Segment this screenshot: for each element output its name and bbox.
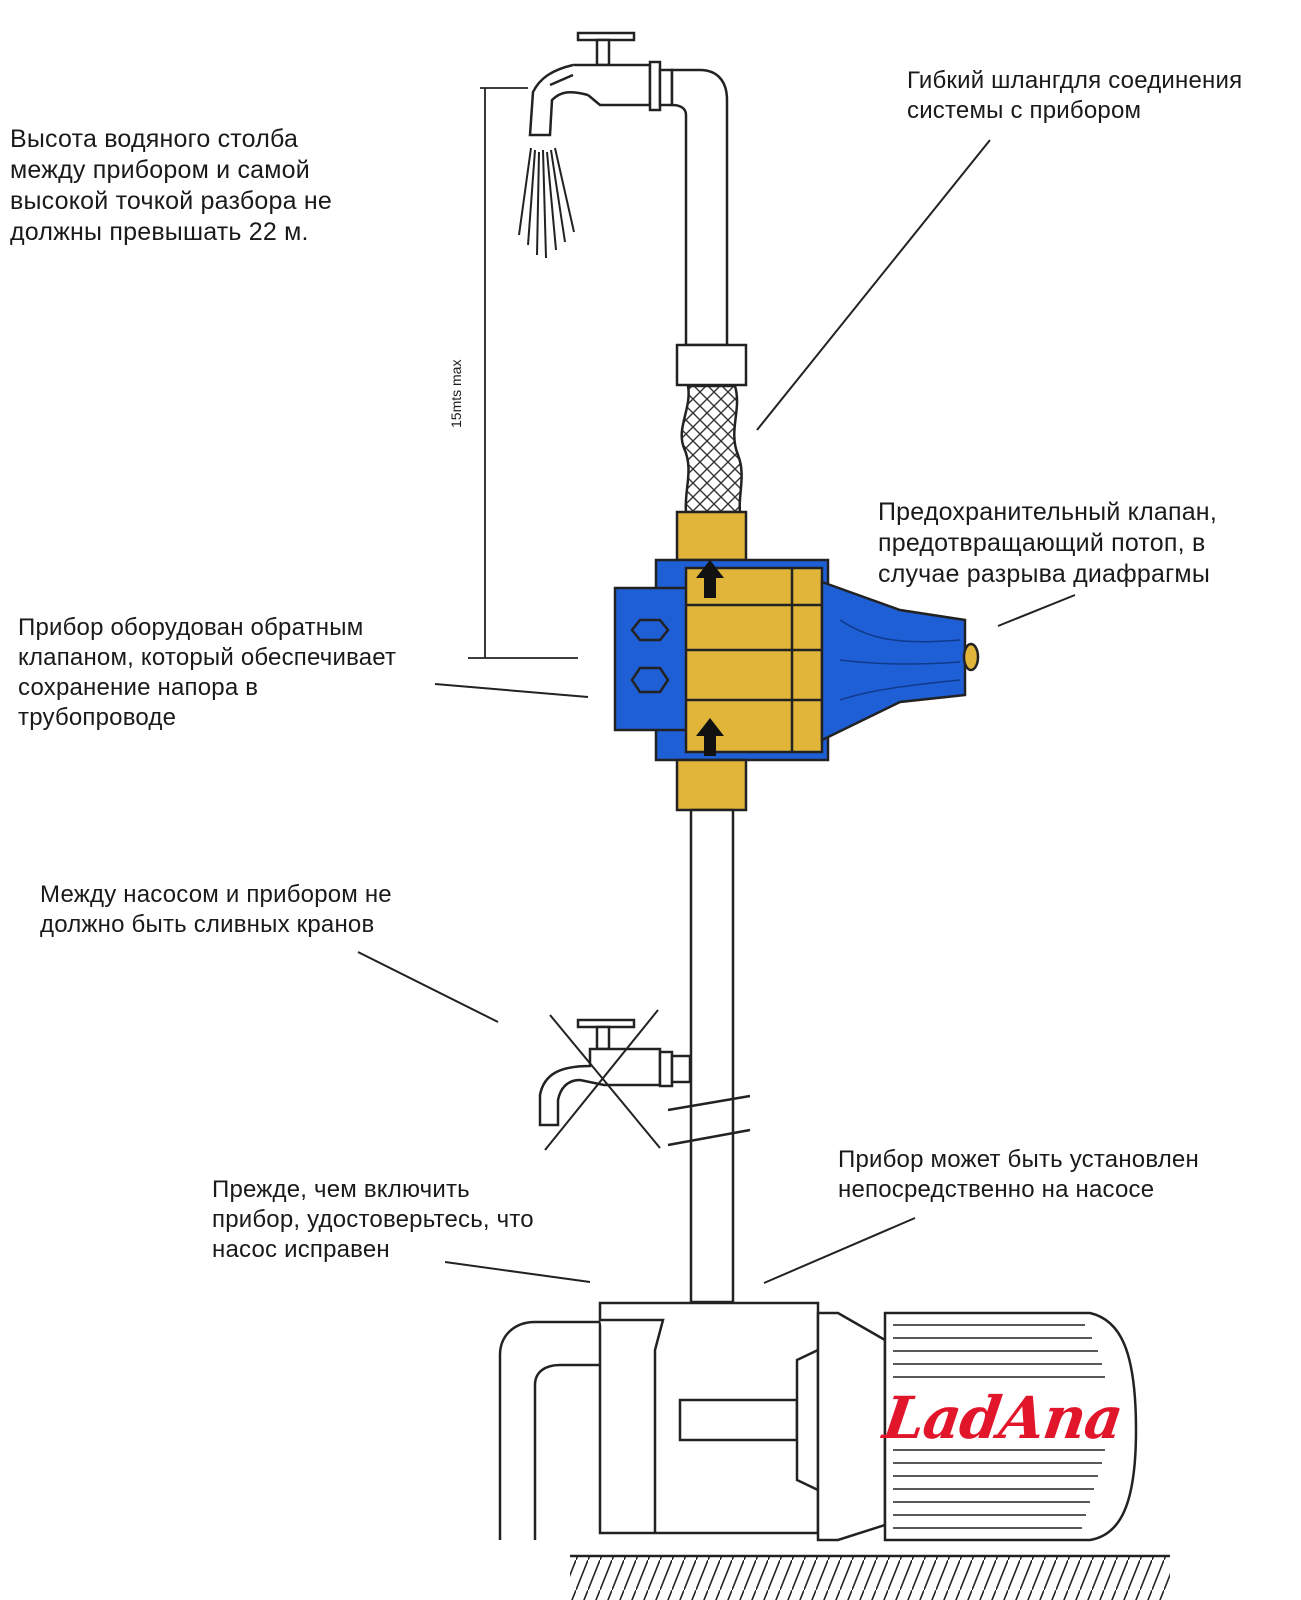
direct-mount-line-1: Прибор может быть установлен bbox=[838, 1146, 1199, 1173]
crossed-drain-tap-icon bbox=[538, 1009, 692, 1151]
column-height-line-1: Высота водяного столба bbox=[10, 125, 299, 153]
up-arrow-icon bbox=[696, 560, 724, 756]
column-height-line-4: должны превышать 22 м. bbox=[10, 218, 309, 246]
flex-hose-line-1: Гибкий шлангдля соединения bbox=[907, 67, 1243, 94]
column-height-line-3: высокой точкой разбора не bbox=[10, 187, 332, 215]
pump-check-note: Прежде, чем включить прибор, удостоверьт… bbox=[212, 1175, 534, 1265]
safety-valve-line-1: Предохранительный клапан, bbox=[878, 498, 1217, 526]
flex-hose-line-2: системы с прибором bbox=[907, 97, 1142, 124]
check-valve-line-4: трубопроводе bbox=[18, 704, 177, 731]
direct-mount-note: Прибор может быть установлен непосредств… bbox=[838, 1145, 1199, 1205]
height-dimension-line bbox=[468, 87, 578, 659]
no-drain-line-1: Между насосом и прибором не bbox=[40, 881, 392, 908]
pump-motor-icon bbox=[498, 1301, 1138, 1542]
check-valve-line-2: клапаном, который обеспечивает bbox=[18, 644, 397, 671]
no-drain-note: Между насосом и прибором не должно быть … bbox=[40, 880, 392, 940]
pump-check-line-2: прибор, удостоверьтесь, что bbox=[212, 1206, 534, 1233]
no-drain-line-2: должно быть сливных кранов bbox=[40, 911, 375, 938]
height-dimension-label: 15mts max bbox=[448, 359, 464, 428]
top-pipe bbox=[670, 68, 748, 387]
safety-valve-note: Предохранительный клапан, предотвращающи… bbox=[878, 497, 1217, 590]
ground-hatch bbox=[570, 1554, 1170, 1600]
flex-hose-note: Гибкий шлангдля соединения системы с при… bbox=[907, 66, 1242, 126]
pump-check-line-3: насос исправен bbox=[212, 1236, 390, 1263]
pump-check-line-1: Прежде, чем включить bbox=[212, 1176, 470, 1203]
safety-valve-line-3: случае разрыва диафрагмы bbox=[878, 560, 1210, 588]
column-height-note: Высота водяного столба между прибором и … bbox=[10, 124, 332, 248]
leader-lines bbox=[357, 139, 1076, 1284]
direct-mount-line-2: непосредственно на насосе bbox=[838, 1176, 1155, 1203]
brand-logo: LadAna bbox=[879, 1384, 1127, 1452]
check-valve-line-1: Прибор оборудован обратным bbox=[18, 614, 364, 641]
column-height-line-2: между прибором и самой bbox=[10, 156, 310, 184]
check-valve-note: Прибор оборудован обратным клапаном, кот… bbox=[18, 613, 396, 733]
check-valve-line-3: сохранение напора в bbox=[18, 674, 259, 701]
flexible-hose bbox=[680, 384, 743, 514]
safety-valve-line-2: предотвращающий потоп, в bbox=[878, 529, 1206, 557]
pressure-control-device bbox=[613, 510, 980, 812]
water-spray bbox=[518, 147, 575, 259]
top-tap-icon bbox=[528, 31, 674, 137]
